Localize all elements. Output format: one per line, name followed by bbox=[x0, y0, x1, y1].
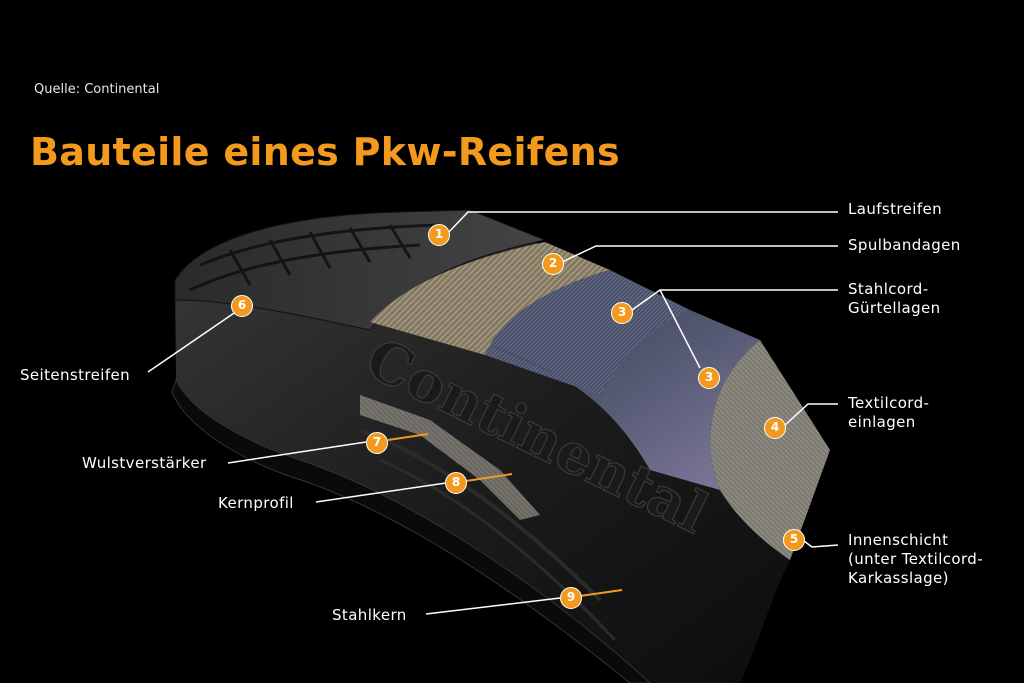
accent-leaders bbox=[387, 433, 623, 597]
label-kernprofil: Kernprofil bbox=[218, 494, 294, 512]
inner-layer-strip bbox=[360, 395, 540, 520]
label-textilcord: Textilcord- einlagen bbox=[848, 394, 930, 431]
label-stahlcord: Stahlcord- Gürtellagen bbox=[848, 280, 941, 317]
diagram-title: Bauteile eines Pkw-Reifens bbox=[30, 130, 620, 174]
textilcord-layer bbox=[710, 340, 830, 560]
badge-7: 7 bbox=[366, 432, 388, 454]
source-note: Quelle: Continental bbox=[34, 82, 160, 97]
badge-8: 8 bbox=[445, 472, 467, 494]
badge-5: 5 bbox=[783, 529, 805, 551]
badge-1: 1 bbox=[428, 224, 450, 246]
badge-6: 6 bbox=[231, 295, 253, 317]
badge-2: 2 bbox=[542, 253, 564, 275]
badge-4: 4 bbox=[764, 417, 786, 439]
stahlcord-layer-upper bbox=[485, 270, 690, 395]
label-wulstverstaerker: Wulstverstärker bbox=[82, 454, 207, 472]
label-seitenstreifen: Seitenstreifen bbox=[20, 366, 131, 384]
tire-tread bbox=[174, 209, 547, 331]
label-laufstreifen: Laufstreifen bbox=[848, 200, 943, 218]
badge-3a: 3 bbox=[611, 302, 633, 324]
label-innenschicht: Innenschicht (unter Textilcord- Karkassl… bbox=[848, 531, 984, 587]
label-spulbandagen: Spulbandagen bbox=[848, 236, 961, 254]
badge-3b: 3 bbox=[698, 367, 720, 389]
badge-9: 9 bbox=[560, 587, 582, 609]
label-stahlkern: Stahlkern bbox=[332, 606, 407, 624]
leader-lines bbox=[147, 211, 839, 615]
